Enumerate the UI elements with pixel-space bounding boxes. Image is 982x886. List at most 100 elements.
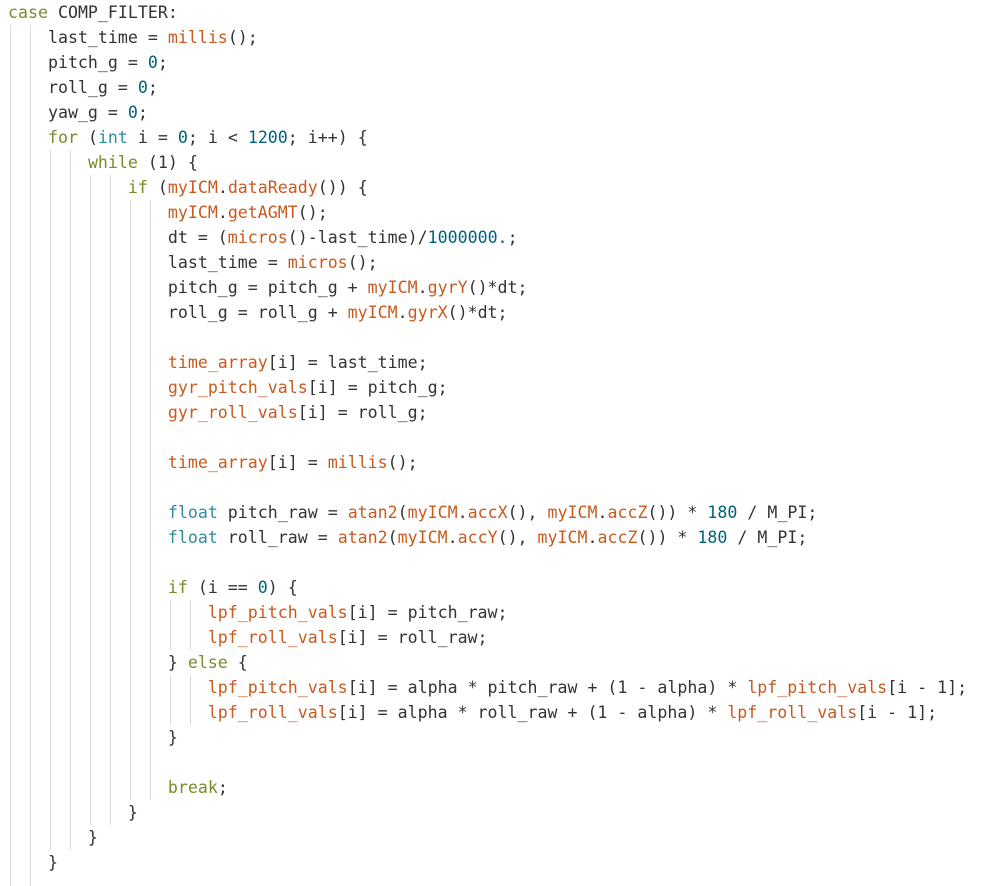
code-token: case <box>8 3 48 22</box>
code-token: 0 <box>177 128 188 147</box>
code-token: atan2 <box>347 503 398 522</box>
code-token: ; <box>147 78 158 97</box>
code-token: ; <box>507 228 518 247</box>
code-token: roll_g = roll_g + <box>8 303 348 322</box>
code-token <box>8 378 168 397</box>
code-token: 1200 <box>247 128 288 147</box>
code-token: 0 <box>147 53 158 72</box>
code-token <box>8 503 168 522</box>
indent-guide <box>10 25 11 886</box>
code-line: lpf_pitch_vals[i] = alpha * pitch_raw + … <box>8 675 967 700</box>
code-line: if (myICM.dataReady()) { <box>8 175 368 200</box>
code-token <box>8 703 208 722</box>
code-token: time_array <box>167 453 268 472</box>
code-token: break <box>167 778 218 797</box>
code-token <box>8 528 168 547</box>
code-token: accZ <box>607 503 648 522</box>
code-token: . <box>457 503 468 522</box>
code-token: 0 <box>127 103 138 122</box>
code-token: lpf_roll_vals <box>207 703 338 722</box>
code-token: yaw_g = <box>8 103 128 122</box>
code-token: (), <box>507 503 548 522</box>
code-token: ; i++) { <box>287 128 368 147</box>
code-token <box>8 203 168 222</box>
code-line: gyr_pitch_vals[i] = pitch_g; <box>8 375 448 400</box>
code-token: atan2 <box>337 528 388 547</box>
code-token: gyrY <box>427 278 468 297</box>
code-token: lpf_pitch_vals <box>207 678 348 697</box>
code-line: float pitch_raw = atan2(myICM.accX(), my… <box>8 500 817 525</box>
code-token: } <box>8 653 188 672</box>
code-token: (), <box>497 528 538 547</box>
code-token <box>8 153 88 172</box>
code-line: float roll_raw = atan2(myICM.accY(), myI… <box>8 525 807 550</box>
indent-guide <box>30 25 31 886</box>
code-token: roll_raw = <box>217 528 338 547</box>
code-token: [i] = <box>267 453 328 472</box>
code-token: myICM <box>407 503 458 522</box>
code-line: break; <box>8 775 228 800</box>
code-token <box>8 403 168 422</box>
code-token: . <box>447 528 458 547</box>
indent-guide <box>70 150 71 850</box>
code-token: myICM <box>397 528 448 547</box>
code-token <box>8 353 168 372</box>
code-line: myICM.getAGMT(); <box>8 200 328 225</box>
code-line: pitch_g = pitch_g + myICM.gyrY()*dt; <box>8 275 528 300</box>
code-line: } <box>8 850 58 875</box>
code-token <box>8 603 208 622</box>
indent-guide <box>190 675 191 725</box>
code-token: ) { <box>267 578 298 597</box>
code-token: myICM <box>367 278 418 297</box>
code-line: } else { <box>8 650 248 675</box>
code-token: else <box>187 653 228 672</box>
code-line: roll_g = 0; <box>8 75 158 100</box>
code-token: ( <box>77 128 98 147</box>
code-token: ( <box>387 528 398 547</box>
code-token: dataReady <box>227 178 318 197</box>
code-token: while <box>87 153 138 172</box>
code-line: time_array[i] = millis(); <box>8 450 418 475</box>
code-line: time_array[i] = last_time; <box>8 350 428 375</box>
code-token: [i - 1]; <box>887 678 968 697</box>
indent-guide <box>150 200 151 800</box>
code-line: dt = (micros()-last_time)/1000000.; <box>8 225 518 250</box>
code-token: (i == <box>187 578 258 597</box>
code-token: millis <box>167 28 228 47</box>
code-token: lpf_roll_vals <box>727 703 858 722</box>
code-token: [i] = pitch_raw; <box>347 603 508 622</box>
code-line: gyr_roll_vals[i] = roll_g; <box>8 400 428 425</box>
code-token: myICM <box>547 503 598 522</box>
indent-guide <box>190 600 191 650</box>
code-token: . <box>217 178 228 197</box>
code-line: } <box>8 725 178 750</box>
indent-guide <box>170 675 171 725</box>
code-token: [i] = alpha * roll_raw + (1 - alpha) * <box>337 703 728 722</box>
code-token: [i - 1]; <box>857 703 938 722</box>
code-token: } <box>8 803 138 822</box>
code-token: getAGMT <box>227 203 298 222</box>
code-line: yaw_g = 0; <box>8 100 148 125</box>
code-line: } <box>8 825 98 850</box>
code-token: ()*dt; <box>467 278 528 297</box>
code-token: . <box>587 528 598 547</box>
code-token <box>8 778 168 797</box>
code-token: ; <box>217 778 228 797</box>
code-line: pitch_g = 0; <box>8 50 168 75</box>
indent-guide <box>90 175 91 825</box>
code-token: . <box>417 278 428 297</box>
code-token: } <box>8 728 178 747</box>
code-token: . <box>217 203 228 222</box>
code-token: lpf_pitch_vals <box>747 678 888 697</box>
indent-guide <box>50 150 51 850</box>
code-line: lpf_roll_vals[i] = roll_raw; <box>8 625 488 650</box>
code-token <box>8 628 208 647</box>
code-token: for <box>47 128 78 147</box>
code-token: . <box>397 303 408 322</box>
code-token: { <box>227 653 248 672</box>
code-token: 180 <box>697 528 728 547</box>
code-token: ( <box>147 178 168 197</box>
code-token: ()-last_time)/ <box>287 228 428 247</box>
code-token: 180 <box>707 503 738 522</box>
